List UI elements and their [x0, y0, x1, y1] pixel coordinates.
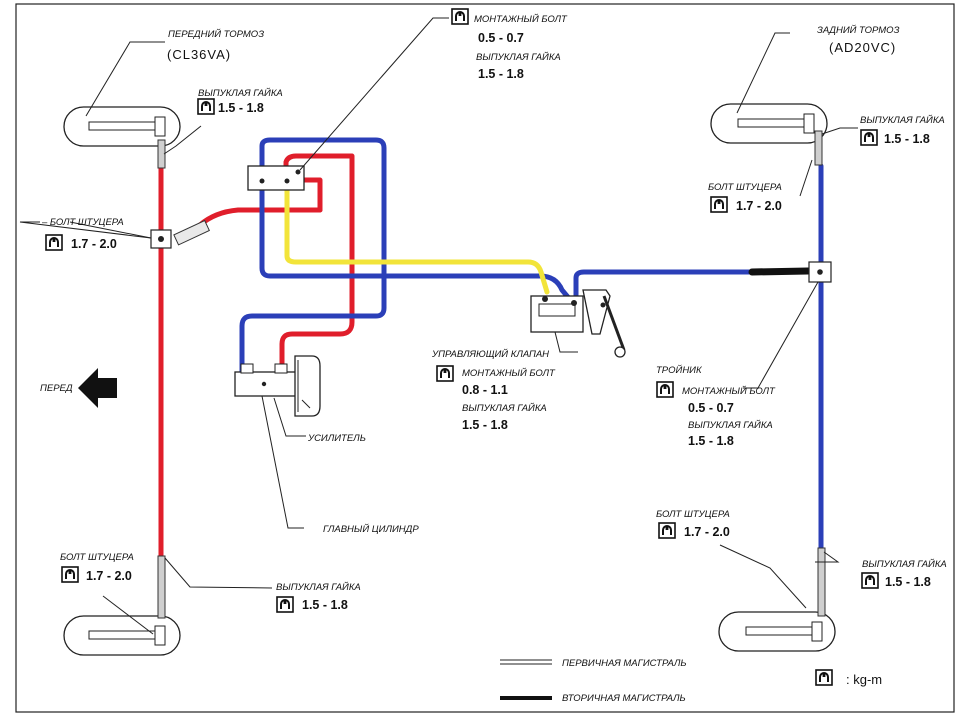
rear-flexible-hose: [748, 267, 812, 276]
legend-primary-label: ПЕРВИЧНАЯ МАГИСТРАЛЬ: [562, 658, 687, 669]
front-junction-block: [150, 229, 172, 249]
rear-bottom-fitting-value: 1.7 - 2.0: [684, 525, 730, 539]
torque-wrench-icon: [658, 522, 676, 539]
front-bottom-nut-value: 1.5 - 1.8: [302, 598, 348, 612]
legend: ПЕРВИЧНАЯ МАГИСТРАЛЬ ВТОРИЧНАЯ МАГИСТРАЛ…: [500, 658, 882, 704]
torque-wrench-icon: [861, 572, 879, 589]
torque-wrench-icon: [860, 129, 878, 146]
front-brake-model: (CL36VA): [167, 47, 231, 62]
torque-wrench-icon: [815, 669, 833, 686]
master-cylinder-unit: [234, 355, 321, 417]
torque-wrench-icon: [276, 596, 294, 613]
tee-nut-value: 1.5 - 1.8: [688, 434, 734, 448]
rear-right-top-wheel: [710, 103, 828, 144]
mount-nut-label: ВЫПУКЛАЯ ГАЙКА: [476, 51, 561, 63]
brake-pipes: [157, 130, 826, 619]
front-brake-label: ПЕРЕДНИЙ ТОРМОЗ: [168, 28, 264, 40]
front-direction-arrow: [78, 368, 117, 408]
torque-wrench-icon: [656, 381, 674, 398]
rear-brake-model: (AD20VC): [829, 40, 896, 55]
booster-label: УСИЛИТЕЛЬ: [307, 433, 366, 444]
master-cylinder-label: ГЛАВНЫЙ ЦИЛИНДР: [323, 523, 419, 535]
torque-wrench-icon: [710, 196, 728, 213]
leader-lines: [19, 17, 858, 635]
legend-secondary-label: ВТОРИЧНАЯ МАГИСТРАЛЬ: [562, 693, 686, 704]
rear-brake-label: ЗАДНИЙ ТОРМОЗ: [817, 24, 900, 36]
front-top-nut-value: 1.5 - 1.8: [218, 101, 264, 115]
rear-top-fitting-value: 1.7 - 2.0: [736, 199, 782, 213]
secondary-line-to-master: [279, 153, 355, 375]
front-bottom-nut-label: ВЫПУКЛАЯ ГАЙКА: [276, 581, 361, 593]
front-bottom-fitting-value: 1.7 - 2.0: [86, 569, 132, 583]
front-arrow-label: ПЕРЕД: [40, 383, 73, 394]
front-bottom-fitting-label: БОЛТ ШТУЦЕРА: [60, 552, 134, 563]
valve-nut-value: 1.5 - 1.8: [462, 418, 508, 432]
mount-bolt-value: 0.5 - 0.7: [478, 31, 524, 45]
mounting-block: [247, 165, 305, 191]
mount-nut-value: 1.5 - 1.8: [478, 67, 524, 81]
valve-nut-label: ВЫПУКЛАЯ ГАЙКА: [462, 402, 547, 414]
left-fitting-value: 1.7 - 2.0: [71, 237, 117, 251]
tee-label: ТРОЙНИК: [656, 364, 703, 376]
tee-nut-label: ВЫПУКЛАЯ ГАЙКА: [688, 419, 773, 431]
primary-line-loop: [239, 137, 387, 375]
torque-wrench-icon: [197, 98, 215, 115]
primary-line-to-tee: [573, 269, 763, 303]
page-frame: [15, 3, 955, 713]
rear-right-bottom-wheel: [718, 611, 836, 652]
rear-bottom-nut-value: 1.5 - 1.8: [885, 575, 931, 589]
valve-bolt-value: 0.8 - 1.1: [462, 383, 508, 397]
front-top-nut-label: ВЫПУКЛАЯ ГАЙКА: [198, 87, 283, 99]
rear-top-nut-value: 1.5 - 1.8: [884, 132, 930, 146]
front-left-top-wheel: [63, 106, 181, 147]
primary-line-to-valve: [259, 183, 575, 305]
rear-tee-block: [808, 261, 832, 283]
torque-wrench-icon: [61, 566, 79, 583]
mount-bolt-label: МОНТАЖНЫЙ БОЛТ: [474, 13, 568, 25]
rear-bottom-fitting-label: БОЛТ ШТУЦЕРА: [656, 509, 730, 520]
legend-unit-label: : kg-m: [846, 672, 882, 687]
left-fitting-label: – БОЛТ ШТУЦЕРА: [41, 217, 124, 228]
valve-label: УПРАВЛЯЮЩИЙ КЛАПАН: [431, 348, 549, 360]
proportioning-valve: [530, 289, 626, 358]
torque-wrench-icon: [451, 8, 469, 25]
torque-wrench-icon: [436, 365, 454, 382]
rear-bottom-nut-label: ВЫПУКЛАЯ ГАЙКА: [862, 558, 947, 570]
control-line: [284, 183, 550, 295]
valve-bolt-label: МОНТАЖНЫЙ БОЛТ: [462, 367, 556, 379]
tee-bolt-label: МОНТАЖНЫЙ БОЛТ: [682, 385, 776, 397]
rear-top-nut-label: ВЫПУКЛАЯ ГАЙКА: [860, 114, 945, 126]
front-left-bottom-wheel: [63, 615, 181, 656]
torque-wrench-icon: [45, 234, 63, 251]
tee-bolt-value: 0.5 - 0.7: [688, 401, 734, 415]
rear-top-fitting-label: БОЛТ ШТУЦЕРА: [708, 182, 782, 193]
